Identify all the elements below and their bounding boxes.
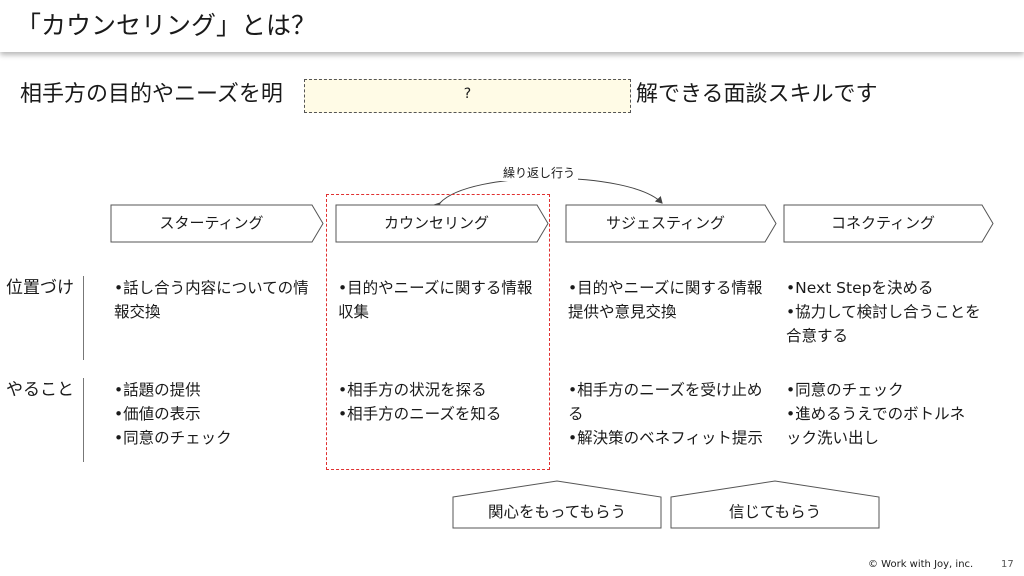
cell-todo-starting: •話題の提供 •価値の表示 •同意のチェック: [114, 378, 320, 450]
list-item: •協力して検討し合うことを合意する: [786, 303, 981, 345]
row-label-todo: やること: [6, 380, 74, 400]
loop-label: 繰り返し行う: [500, 164, 579, 181]
row-divider-position: [83, 276, 84, 360]
page-number: 17: [1001, 559, 1014, 570]
highlight-counseling-column: [326, 194, 550, 470]
subtitle-tail: 解できる面談スキルです: [636, 82, 878, 107]
cell-todo-suggesting: •相手方のニーズを受け止める •解決策のベネフィット提示: [568, 378, 764, 450]
chevron-1: [110, 204, 324, 243]
phase-suggesting: サジェスティング: [605, 214, 726, 232]
phase-counseling: カウンセリング: [383, 214, 489, 232]
goal-trust: 信じてもらう: [728, 503, 822, 521]
header-bar: [0, 0, 1024, 52]
chevron-2: [335, 204, 549, 243]
cell-todo-counseling: •相手方の状況を探る •相手方のニーズを知る: [338, 378, 538, 426]
list-item: •目的やニーズに関する情報提供や意見交換: [568, 279, 763, 321]
copyright: © Work with Joy, inc.: [868, 559, 974, 570]
goal-interest: 関心をもってもらう: [488, 503, 626, 521]
list-item: •目的やニーズに関する情報収集: [338, 279, 533, 321]
row-label-position: 位置づけ: [6, 278, 74, 298]
subtitle-lead: 相手方の目的やニーズを明: [20, 82, 283, 107]
fill-in-blank: ?: [304, 79, 631, 113]
list-item: •話し合う内容についての情報交換: [114, 279, 309, 321]
cell-position-starting: •話し合う内容についての情報交換: [114, 276, 320, 324]
chevron-3: [565, 204, 777, 243]
list-item: •解決策のベネフィット提示: [568, 429, 763, 447]
list-item: •相手方のニーズを受け止める: [568, 381, 763, 423]
chevron-4: [783, 204, 994, 243]
list-item: •話題の提供: [114, 381, 201, 399]
list-item: •価値の表示: [114, 405, 201, 423]
cell-position-counseling: •目的やニーズに関する情報収集: [338, 276, 538, 324]
list-item: •相手方の状況を探る: [338, 381, 487, 399]
list-item: •相手方のニーズを知る: [338, 405, 502, 423]
cell-position-connecting: •Next Stepを決める •協力して検討し合うことを合意する: [786, 276, 986, 348]
list-item: •同意のチェック: [786, 381, 904, 399]
row-divider-todo: [83, 378, 84, 462]
cell-position-suggesting: •目的やニーズに関する情報提供や意見交換: [568, 276, 764, 324]
pentagon-2: [670, 480, 880, 529]
list-item: •Next Stepを決める: [786, 279, 934, 297]
list-item: •同意のチェック: [114, 429, 232, 447]
slide-title: 「カウンセリング」とは？: [16, 11, 317, 40]
pentagon-1: [452, 480, 662, 529]
list-item: •進めるうえでのボトルネック洗い出し: [786, 405, 966, 447]
phase-connecting: コネクティング: [830, 214, 936, 232]
cell-todo-connecting: •同意のチェック •進めるうえでのボトルネック洗い出し: [786, 378, 976, 450]
phase-starting: スターティング: [159, 214, 264, 232]
